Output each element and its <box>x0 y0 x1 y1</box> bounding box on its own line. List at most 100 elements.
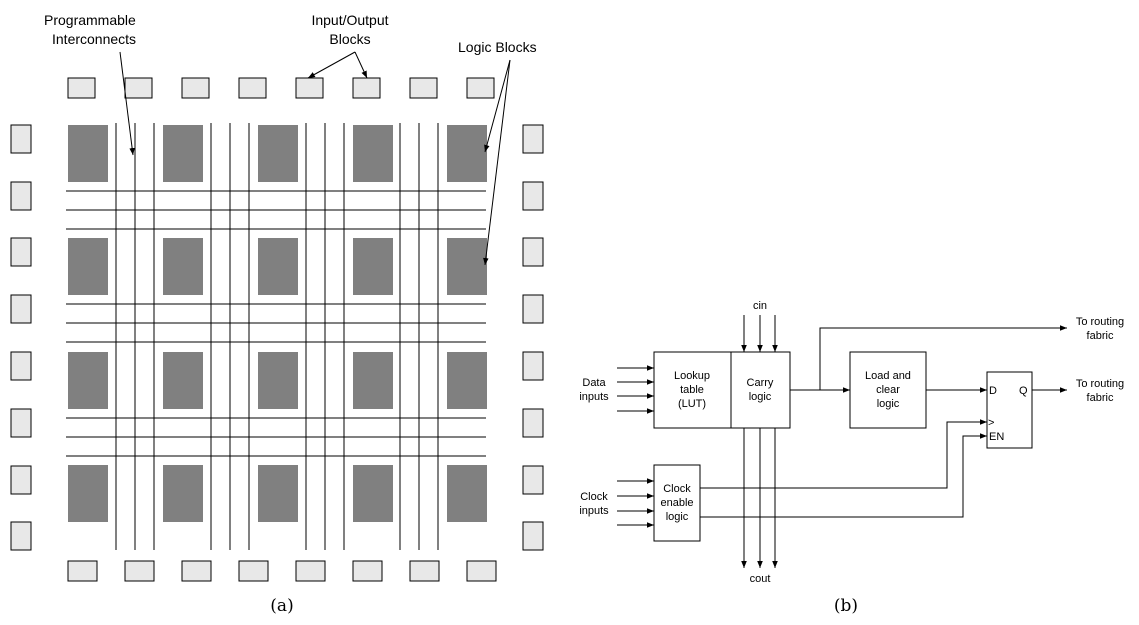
io-block <box>522 408 544 438</box>
io-block <box>10 237 32 267</box>
lut-block <box>653 351 732 429</box>
logic-blocks-label: Logic Blocks <box>458 39 537 55</box>
data-inputs-label-line2: inputs <box>579 391 609 403</box>
io-block <box>295 77 324 99</box>
load-clear-label-line3: logic <box>877 398 900 410</box>
cin-label: cin <box>753 300 767 312</box>
carry-logic-label-line1: Carry <box>747 377 774 389</box>
io-block <box>10 521 32 551</box>
logic-block <box>163 125 203 182</box>
io-block <box>409 560 440 582</box>
io-block <box>522 124 544 154</box>
logic-pointer-bottom <box>483 59 511 266</box>
carry-logic-block <box>730 351 791 429</box>
io-block-ring <box>10 77 544 582</box>
ff-q-pin: Q <box>1019 385 1028 397</box>
logic-block <box>447 352 487 409</box>
clock-inputs-label-line2: inputs <box>579 505 609 517</box>
clock-enable-to-en-arrow <box>700 433 987 518</box>
clock-enable-label-line2: enable <box>660 497 693 509</box>
logic-block <box>353 465 393 522</box>
io-block <box>238 560 269 582</box>
io-block <box>522 465 544 495</box>
io-block <box>10 408 32 438</box>
io-block <box>10 124 32 154</box>
io-pointer-right <box>354 51 368 79</box>
io-block <box>466 560 497 582</box>
routing-fabric-label-1-line1: To routing <box>1076 316 1124 328</box>
logic-block <box>258 465 298 522</box>
fpga-fabric-panel: Programmable Interconnects Input/Output … <box>10 12 544 616</box>
routing-fabric-label-1-line2: fabric <box>1087 330 1114 342</box>
io-block <box>522 521 544 551</box>
io-block <box>352 77 381 99</box>
logic-block <box>447 465 487 522</box>
io-block <box>10 294 32 324</box>
io-label-line2: Blocks <box>329 31 370 47</box>
logic-pointer-top <box>484 59 511 153</box>
logic-block <box>258 125 298 182</box>
interconnect-pointer <box>119 51 135 156</box>
io-block <box>181 77 210 99</box>
clock-enable-label-line3: logic <box>666 511 689 523</box>
routing-fabric-label-2-line1: To routing <box>1076 378 1124 390</box>
logic-block <box>68 125 108 182</box>
load-clear-label-line1: Load and <box>865 370 911 382</box>
logic-block <box>353 125 393 182</box>
io-block <box>295 560 326 582</box>
carry-to-routing-arrow <box>819 325 1067 390</box>
logic-block <box>68 465 108 522</box>
clock-inputs-label-line1: Clock <box>580 491 608 503</box>
io-block <box>10 465 32 495</box>
lut-label-line2: table <box>680 384 704 396</box>
io-pointer-left <box>307 51 356 79</box>
interconnect-label-line2: Interconnects <box>52 31 136 47</box>
load-clear-label-line2: clear <box>876 384 900 396</box>
interconnect-label-line1: Programmable <box>44 12 136 28</box>
io-block <box>67 77 96 99</box>
io-block <box>181 560 212 582</box>
io-block <box>466 77 495 99</box>
logic-block <box>163 465 203 522</box>
clock-enable-logic-block <box>653 464 701 542</box>
carry-logic-label-line2: logic <box>749 391 772 403</box>
io-block <box>409 77 438 99</box>
data-inputs-label-line1: Data <box>582 377 606 389</box>
logic-block <box>447 125 487 182</box>
ff-en-pin: EN <box>989 431 1004 443</box>
io-block <box>124 560 155 582</box>
logic-block <box>447 238 487 295</box>
logic-block-array <box>68 125 487 522</box>
vertical-routing-tracks <box>115 123 439 550</box>
logic-block <box>68 352 108 409</box>
clock-enable-to-clk-arrow <box>700 419 987 489</box>
io-block <box>124 77 153 99</box>
logic-block <box>353 238 393 295</box>
io-block <box>522 181 544 211</box>
logic-cell-panel <box>617 315 1067 568</box>
logic-block <box>68 238 108 295</box>
lut-label-line3: (LUT) <box>678 398 706 410</box>
io-block <box>10 351 32 381</box>
horizontal-routing-tracks <box>66 190 486 457</box>
ff-d-pin: D <box>989 385 997 397</box>
clock-enable-label-line1: Clock <box>663 483 691 495</box>
io-block <box>522 351 544 381</box>
io-label-line1: Input/Output <box>311 12 388 28</box>
logic-block <box>353 352 393 409</box>
logic-block <box>258 352 298 409</box>
logic-block <box>258 238 298 295</box>
io-block <box>238 77 267 99</box>
flip-flop-block <box>986 371 1033 449</box>
cout-label: cout <box>750 573 771 585</box>
routing-fabric-label-2-line2: fabric <box>1087 392 1114 404</box>
io-block <box>67 560 98 582</box>
io-block <box>10 181 32 211</box>
io-block <box>352 560 383 582</box>
caption-a: (a) <box>270 596 293 616</box>
io-block <box>522 237 544 267</box>
logic-block <box>163 352 203 409</box>
lut-label-line1: Lookup <box>674 370 710 382</box>
io-block <box>522 294 544 324</box>
